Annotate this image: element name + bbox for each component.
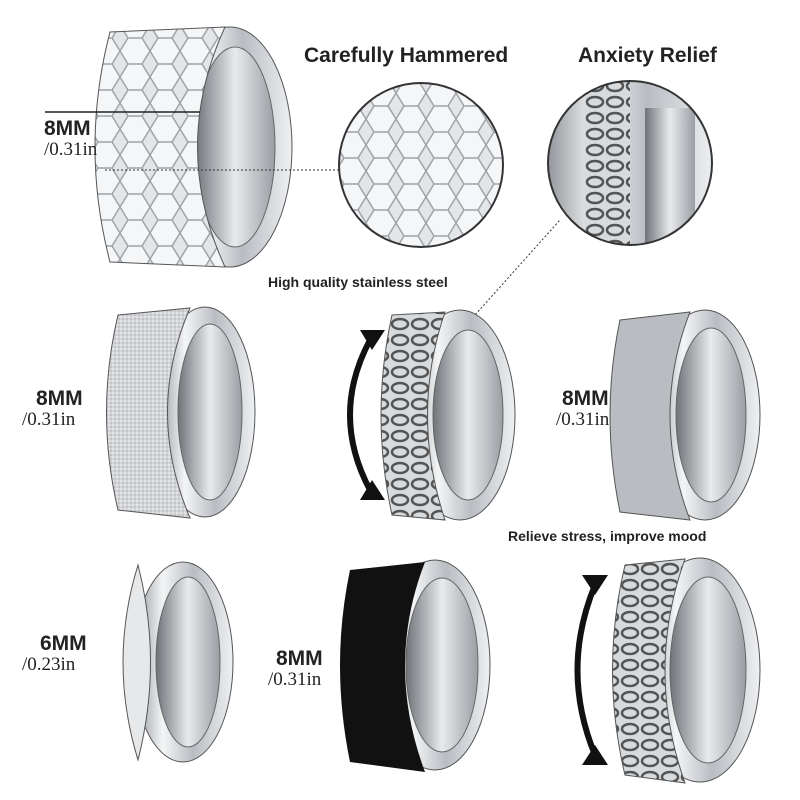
- chain-detail-circle: [547, 80, 713, 246]
- size-label: 8MM/0.31in: [44, 117, 98, 161]
- black-band-ring: [340, 559, 491, 772]
- size-label: 6MM/0.23in: [22, 632, 87, 676]
- heading-stress: Relieve stress, improve mood: [508, 528, 707, 544]
- chain-stripe-ring: [574, 557, 761, 784]
- domed-ring: [122, 561, 234, 763]
- heading-anxiety: Anxiety Relief: [578, 44, 717, 67]
- chain-spinner-ring: [347, 309, 516, 521]
- heading-hammered: Carefully Hammered: [304, 44, 509, 67]
- hammered-ring: [94, 26, 293, 268]
- hammered-detail-circle: [338, 82, 504, 248]
- size-label: 8MM/0.31in: [268, 647, 323, 691]
- size-label: 8MM/0.31in: [22, 387, 83, 431]
- heading-steel: High quality stainless steel: [268, 274, 448, 290]
- roman-numeral-ring: [609, 309, 761, 521]
- sandblasted-ring: [106, 306, 256, 519]
- size-label: 8MM/0.31in: [556, 387, 610, 431]
